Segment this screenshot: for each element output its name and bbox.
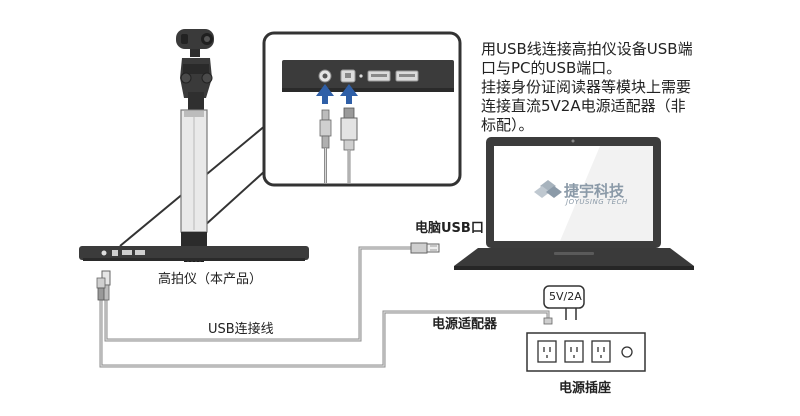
device-label: 高拍仪（本产品） <box>158 272 263 287</box>
pc-usb-port-label: 电脑USB口 <box>415 221 484 236</box>
arrow-usb-icon <box>340 84 358 104</box>
dc-plug <box>319 109 332 183</box>
power-adapter-label: 电源适配器 <box>432 317 498 332</box>
power-strip-label: 电源插座 <box>559 381 612 396</box>
usb-plug-laptop-end <box>410 242 440 254</box>
socket-2 <box>564 340 584 363</box>
adapter-rating: 5V/2A <box>549 290 582 303</box>
arrow-dc-icon <box>316 84 334 104</box>
laptop <box>454 137 694 270</box>
device-base <box>79 246 309 260</box>
usb-b-plug <box>340 107 358 183</box>
brand-name: 捷宇科技 <box>564 182 625 200</box>
brand-subtitle: JOYUSING TECH <box>566 198 628 206</box>
laptop-base <box>454 248 694 266</box>
instruction-text: 用USB线连接高拍仪设备USB端 口与PC的USB端口。 挂接身份证阅读器等模块… <box>481 40 701 135</box>
power-adapter <box>543 285 585 325</box>
power-strip <box>526 332 646 372</box>
zoom-callout-box <box>262 31 462 187</box>
power-plug-device-end <box>96 277 106 301</box>
socket-1 <box>537 340 557 363</box>
socket-3 <box>591 340 611 363</box>
power-cable <box>99 300 550 368</box>
brand-logo-icon <box>534 180 562 198</box>
instruction-line: 标配）。 <box>481 116 534 134</box>
instruction-line: 挂接身份证阅读器等模块上需要 <box>481 78 692 96</box>
instruction-line: 用USB线连接高拍仪设备USB端 <box>481 40 693 58</box>
document-camera <box>79 29 309 262</box>
usb-cable-label: USB连接线 <box>208 322 274 337</box>
power-switch-icon <box>621 346 633 358</box>
instruction-line: 口与PC的USB端口。 <box>481 59 622 77</box>
instruction-line: 连接直流5V2A电源适配器（非 <box>481 97 686 115</box>
